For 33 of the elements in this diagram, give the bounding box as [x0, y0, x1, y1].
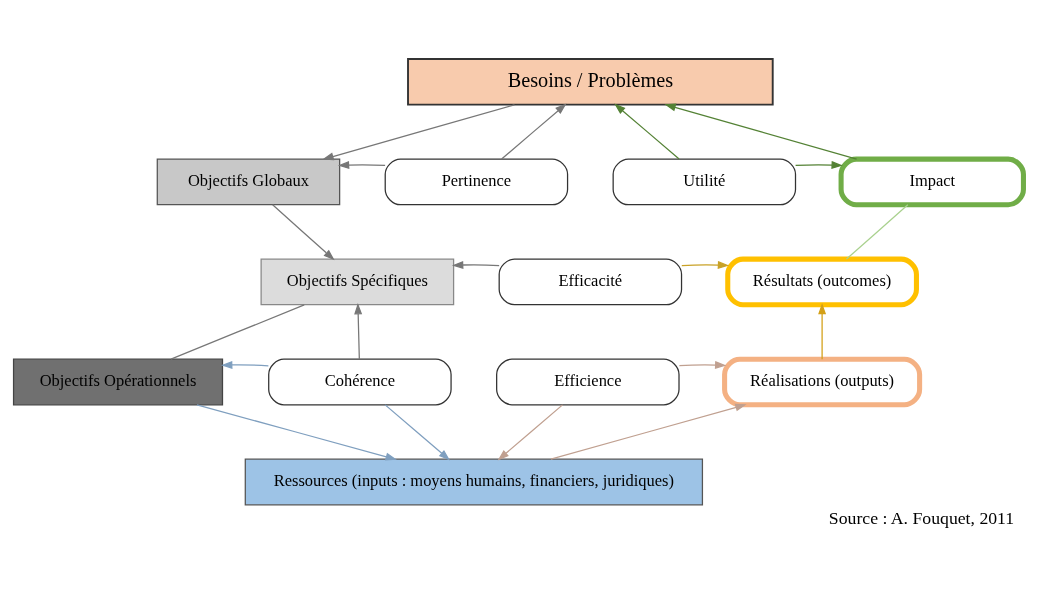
- arrow: [272, 203, 335, 260]
- node-box: Besoins / Problèmes: [407, 57, 774, 106]
- node-box: Cohérence: [268, 358, 452, 405]
- node-box: Résultats (outcomes): [725, 256, 919, 307]
- node-box: Ressources (inputs : moyens humains, financiers, juridiques): [244, 458, 704, 505]
- arrow: [550, 403, 747, 460]
- node-box: Efficacité: [498, 258, 683, 305]
- node-box: Efficience: [496, 358, 680, 405]
- node-box: Objectifs Globaux: [156, 157, 341, 205]
- arrow: [614, 103, 680, 160]
- arrow: [678, 360, 727, 369]
- connector: [845, 203, 909, 260]
- arrow: [337, 160, 386, 169]
- arrow: [681, 260, 730, 269]
- arrow: [384, 403, 451, 460]
- node-box: Réalisations (outputs): [722, 356, 923, 407]
- arrow: [501, 103, 567, 160]
- arrow: [354, 302, 363, 360]
- node-box: Utilité: [612, 157, 797, 205]
- arrow: [794, 160, 843, 169]
- connector: [170, 303, 305, 360]
- arrow: [322, 103, 516, 160]
- node-box: Objectifs Spécifiques: [260, 258, 455, 305]
- arrow: [221, 360, 270, 369]
- arrow: [664, 103, 858, 160]
- node-box: Impact: [838, 156, 1026, 207]
- node-box: Objectifs Opérationnels: [12, 358, 224, 405]
- arrow: [451, 260, 500, 269]
- caption: Source : A. Fouquet, 2011: [828, 507, 1015, 528]
- arrow: [818, 302, 827, 360]
- arrow: [196, 403, 397, 460]
- arrow: [497, 403, 564, 460]
- node-box: Pertinence: [384, 157, 569, 205]
